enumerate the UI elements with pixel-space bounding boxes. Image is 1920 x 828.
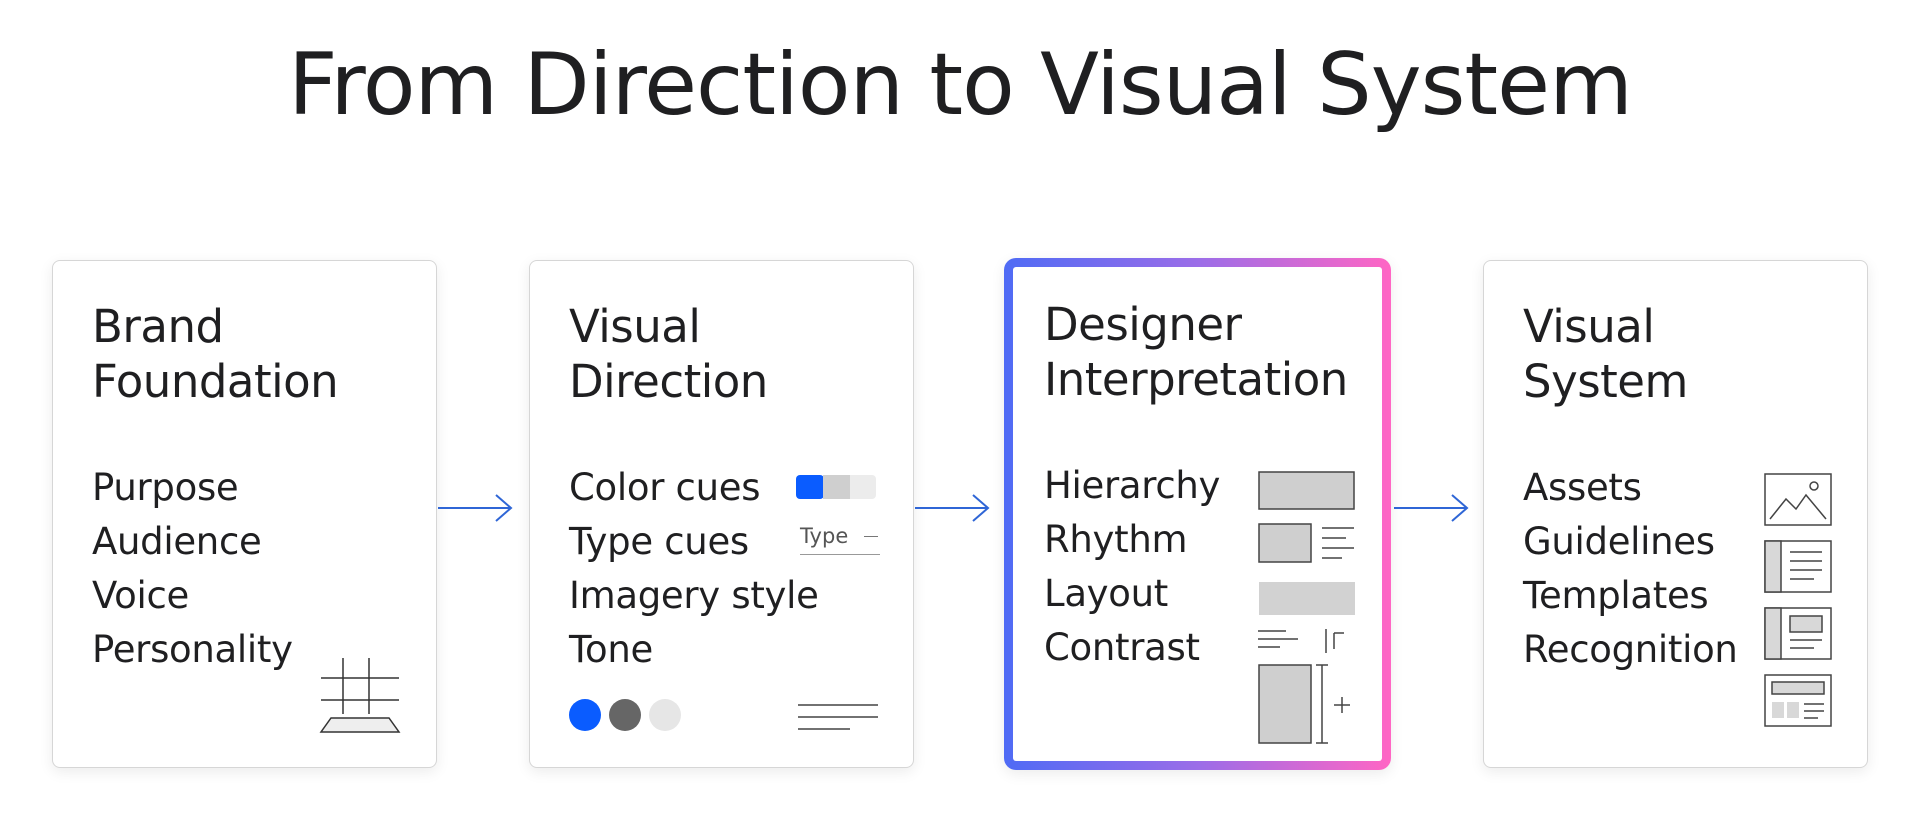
guideline-page-icon [1764, 540, 1832, 593]
step-item: Tone [569, 628, 653, 671]
contrast-icon [1258, 629, 1350, 744]
step-item: Hierarchy [1044, 464, 1221, 507]
step-item: Contrast [1044, 626, 1200, 669]
step-items: Hierarchy Rhythm Layout Contrast [1044, 459, 1220, 675]
step-item: Voice [92, 574, 189, 617]
hierarchy-block-icon [1258, 471, 1355, 510]
step-item: Type cues [569, 520, 749, 563]
template-page-icon [1764, 607, 1832, 660]
color-swatch-icon [796, 475, 876, 499]
type-sample-icon: Type [800, 523, 880, 555]
image-asset-icon [1764, 473, 1832, 526]
step-item: Purpose [92, 466, 239, 509]
diagram-title: From Direction to Visual System [288, 35, 1633, 135]
step-item: Personality [92, 628, 293, 671]
layout-bar-icon [1259, 582, 1355, 615]
step-item: Imagery style [569, 574, 819, 617]
step-item: Templates [1523, 574, 1709, 617]
arrow-icon [438, 494, 513, 522]
step-item: Layout [1044, 572, 1168, 615]
step-items: Assets Guidelines Templates Recognition [1523, 461, 1738, 677]
type-sample-label: Type [800, 524, 849, 548]
step-card-brand-foundation: Brand Foundation Purpose Audience Voice … [52, 260, 437, 768]
arrow-icon [915, 494, 990, 522]
step-title: Visual Direction [569, 300, 768, 408]
step-card-designer-interpretation: Designer Interpretation Hierarchy Rhythm… [1004, 258, 1391, 770]
step-title: Designer Interpretation [1044, 298, 1348, 406]
rhythm-block-icon [1258, 523, 1354, 563]
step-items: Purpose Audience Voice Personality [92, 461, 293, 677]
grid-plane-icon [319, 658, 401, 733]
arrow-icon [1394, 494, 1469, 522]
step-title: Brand Foundation [92, 300, 339, 408]
step-item: Audience [92, 520, 262, 563]
step-item: Rhythm [1044, 518, 1188, 561]
step-card-visual-system: Visual System Assets Guidelines Template… [1483, 260, 1868, 768]
step-card-visual-direction: Visual Direction Color cues Type cues Im… [529, 260, 914, 768]
step-item: Assets [1523, 466, 1642, 509]
color-dots-icon [569, 699, 681, 731]
recognition-card-icon [1764, 674, 1832, 727]
step-title: Visual System [1523, 300, 1688, 408]
step-items: Color cues Type cues Imagery style Tone [569, 461, 819, 677]
step-item: Guidelines [1523, 520, 1715, 563]
step-item: Color cues [569, 466, 761, 509]
step-item: Recognition [1523, 628, 1738, 671]
text-lines-icon [798, 704, 878, 730]
